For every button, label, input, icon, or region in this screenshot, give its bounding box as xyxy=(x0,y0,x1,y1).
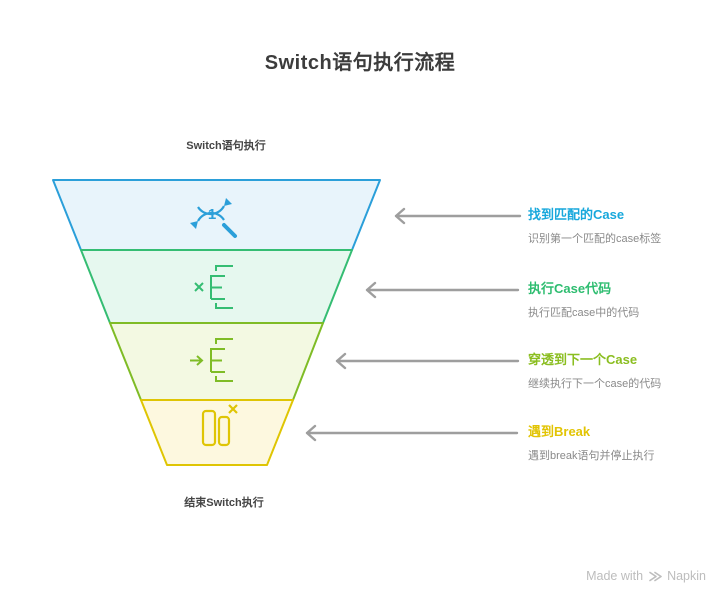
annotation-arrow-2 xyxy=(365,281,520,299)
funnel-level-4 xyxy=(140,399,294,466)
watermark-text: Made with xyxy=(586,569,644,583)
case-branch-arrow-icon xyxy=(190,338,233,382)
annotation-subtitle: 执行匹配case中的代码 xyxy=(528,307,640,319)
annotation-title: 遇到Break xyxy=(528,424,591,439)
annotation-break: 遇到Break 遇到break语句并停止执行 xyxy=(528,424,708,463)
annotation-subtitle: 识别第一个匹配的case标签 xyxy=(528,233,662,245)
funnel-level-1 xyxy=(52,179,381,251)
annotation-fall-through: 穿透到下一个Case 继续执行下一个case的代码 xyxy=(528,352,708,391)
napkin-logo-icon xyxy=(649,571,662,581)
search-cycle-icon: 1 xyxy=(190,198,237,238)
napkin-watermark-link[interactable]: Made with Napkin xyxy=(586,569,706,583)
annotation-title: 穿透到下一个Case xyxy=(528,352,638,367)
annotation-title: 找到匹配的Case xyxy=(528,207,625,222)
annotation-subtitle: 遇到break语句并停止执行 xyxy=(528,450,655,462)
annotation-title: 执行Case代码 xyxy=(528,281,612,296)
annotation-find-matching-case: 找到匹配的Case 识别第一个匹配的case标签 xyxy=(528,207,708,246)
annotation-arrows xyxy=(305,207,522,442)
page-title: Switch语句执行流程 xyxy=(264,52,456,74)
watermark-brand: Napkin xyxy=(667,569,706,583)
annotation-subtitle: 继续执行下一个case的代码 xyxy=(528,378,662,390)
annotation-arrow-4 xyxy=(305,424,519,442)
annotation-arrow-3 xyxy=(335,352,520,370)
search-cycle-icon-number: 1 xyxy=(208,206,216,223)
funnel-start-label: Switch语句执行 xyxy=(186,140,266,152)
case-branch-x-icon xyxy=(194,265,233,309)
annotation-execute-case-code: 执行Case代码 执行匹配case中的代码 xyxy=(528,281,708,320)
annotation-arrow-1 xyxy=(394,207,522,225)
funnel-end-label: 结束Switch执行 xyxy=(184,497,264,509)
pause-x-icon xyxy=(201,404,238,447)
